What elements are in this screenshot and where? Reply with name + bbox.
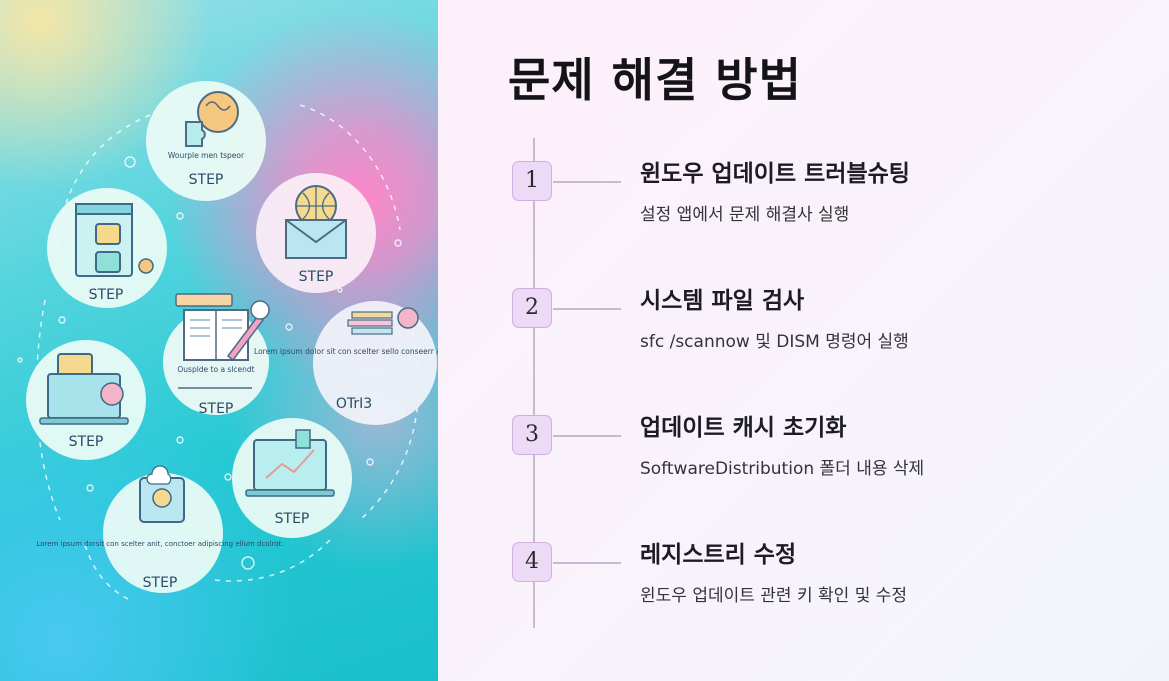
step-number-badge: 1	[512, 161, 552, 201]
book-pencil-icon	[175, 293, 270, 362]
step-item-3: 3 업데이트 캐시 초기화 SoftwareDistribution 폴더 내용…	[512, 394, 1152, 479]
content-panel: 문제 해결 방법 1 윈도우 업데이트 트러블슈팅 설정 앱에서 문제 해결사 …	[438, 0, 1169, 681]
document-lock-icon	[75, 203, 154, 277]
step-connector	[553, 562, 621, 564]
step-connector	[553, 435, 621, 437]
step-circle-label: STEP	[275, 511, 310, 527]
step-circle-caption: Wourple men tspeor	[168, 151, 245, 160]
laptop-gear-icon	[245, 429, 335, 497]
step-item-2: 2 시스템 파일 검사 sfc /scannow 및 DISM 명령어 실행	[512, 267, 1152, 352]
step-circle-5: Lorem ipsum dolor sit con scelter sello …	[254, 301, 438, 425]
step-item-1: 1 윈도우 업데이트 트러블슈팅 설정 앱에서 문제 해결사 실행	[512, 140, 1152, 225]
illustration-canvas: Wourple men tspeor STEP STEP	[17, 81, 438, 601]
step-title: 윈도우 업데이트 트러블슈팅	[640, 161, 910, 187]
books-gear-icon	[347, 307, 419, 335]
step-circle-caption: Ousplde to a slcendt	[177, 365, 254, 374]
step-circle-label: STEP	[143, 575, 178, 591]
step-connector	[553, 181, 621, 183]
step-description: SoftwareDistribution 폴더 내용 삭제	[640, 459, 925, 479]
step-number-badge: 2	[512, 288, 552, 328]
step-circle-caption: Lorem ipsum dorsit con scelter anit, con…	[36, 540, 283, 548]
step-description: 윈도우 업데이트 관련 키 확인 및 수정	[640, 586, 908, 606]
step-circle-1: Wourple men tspeor STEP	[146, 81, 266, 201]
step-title: 시스템 파일 검사	[640, 288, 805, 314]
step-circle-label: STEP	[199, 401, 234, 417]
laptop-chart-icon	[39, 353, 129, 425]
step-title: 레지스트리 수정	[640, 542, 797, 568]
step-description: 설정 앱에서 문제 해결사 실행	[640, 205, 850, 225]
brain-puzzle-icon	[185, 91, 239, 147]
timeline-line	[533, 138, 535, 628]
page-title: 문제 해결 방법	[508, 53, 802, 107]
step-circle-7: STEP	[232, 418, 352, 538]
tablet-cloud-icon	[139, 465, 185, 523]
step-description: sfc /scannow 및 DISM 명령어 실행	[640, 332, 909, 352]
step-item-4: 4 레지스트리 수정 윈도우 업데이트 관련 키 확인 및 수정	[512, 521, 1152, 606]
step-title: 업데이트 캐시 초기화	[640, 415, 847, 441]
floating-dots	[17, 156, 402, 570]
step-number-badge: 3	[512, 415, 552, 455]
step-connector	[553, 308, 621, 310]
step-circle-4: Ousplde to a slcendt STEP	[163, 293, 270, 417]
globe-envelope-icon	[285, 185, 347, 259]
step-circle-label: STEP	[69, 434, 104, 450]
step-circle-8: Lorem ipsum dorsit con scelter anit, con…	[36, 465, 284, 593]
step-circle-label: STEP	[299, 269, 334, 285]
illustration-panel: Wourple men tspeor STEP STEP	[0, 0, 438, 681]
step-circle-label: STEP	[189, 172, 224, 188]
step-circle-label: STEP	[89, 287, 124, 303]
orbit-dashes	[35, 104, 420, 601]
step-circle-6: STEP	[26, 340, 146, 460]
step-circle-caption: Lorem ipsum dolor sit con scelter sello …	[254, 347, 438, 356]
step-circle-label: OTrI3	[336, 396, 372, 412]
step-circle-3: STEP	[256, 173, 376, 293]
step-circle-2: STEP	[47, 188, 167, 308]
step-number-badge: 4	[512, 542, 552, 582]
